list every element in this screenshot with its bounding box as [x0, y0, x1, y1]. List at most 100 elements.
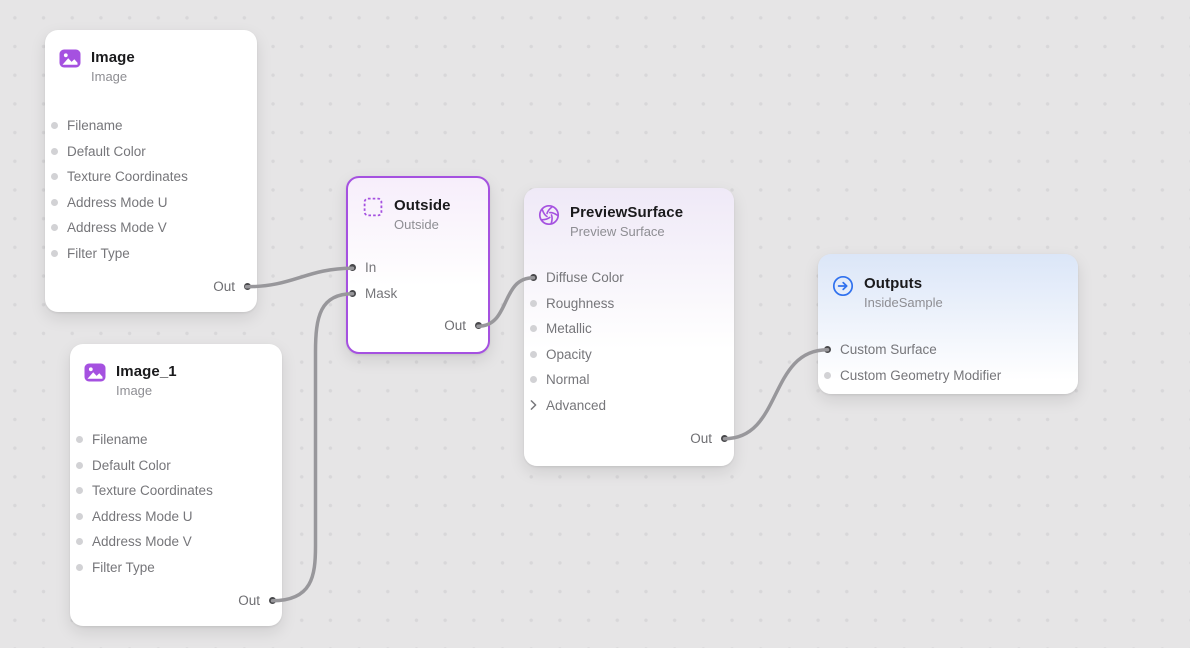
- port-label: Normal: [546, 372, 590, 388]
- port-out[interactable]: Out: [524, 426, 734, 452]
- node-title: Image: [91, 49, 135, 66]
- port-dot[interactable]: [76, 538, 83, 546]
- node-header: Image_1 Image: [70, 344, 282, 402]
- port-out[interactable]: Out: [45, 274, 257, 300]
- node-title: Image_1: [116, 363, 177, 380]
- port-label: Filename: [92, 432, 148, 448]
- preview-surface-icon: [537, 204, 561, 226]
- port-label: Opacity: [546, 346, 592, 362]
- port-dot[interactable]: [76, 563, 83, 571]
- port-label: Custom Surface: [840, 342, 937, 358]
- port-dot[interactable]: [244, 283, 251, 291]
- port-opacity[interactable]: Opacity: [524, 342, 734, 368]
- node-header: Outside Outside: [348, 178, 488, 236]
- port-metallic[interactable]: Metallic: [524, 316, 734, 342]
- port-dot[interactable]: [824, 346, 831, 354]
- node-header: Image Image: [45, 30, 257, 88]
- node-title: PreviewSurface: [570, 204, 684, 221]
- port-dot[interactable]: [51, 224, 58, 232]
- wire-image1-out-to-outside-mask[interactable]: [270, 292, 355, 603]
- port-label: In: [365, 260, 377, 276]
- port-filename[interactable]: Filename: [70, 427, 282, 453]
- port-label: Roughness: [546, 295, 615, 311]
- node-title: Outside: [394, 197, 451, 214]
- port-normal[interactable]: Normal: [524, 367, 734, 393]
- port-dot[interactable]: [51, 249, 58, 257]
- node-header: PreviewSurface Preview Surface: [524, 188, 734, 243]
- port-dot[interactable]: [349, 264, 356, 272]
- port-out[interactable]: Out: [348, 313, 488, 339]
- port-dot[interactable]: [721, 435, 728, 443]
- advanced-group-toggle[interactable]: Advanced: [524, 393, 734, 419]
- wire-previewsurface-out-to-outputs-customsurface[interactable]: [722, 348, 830, 441]
- port-filename[interactable]: Filename: [45, 113, 257, 139]
- port-custom-geometry-modifier[interactable]: Custom Geometry Modifier: [818, 363, 1078, 389]
- port-label: Advanced: [546, 397, 607, 413]
- port-dot[interactable]: [51, 198, 58, 206]
- port-label: Default Color: [92, 457, 171, 473]
- node-image-1[interactable]: Image_1 Image Filename Default Color Tex…: [70, 344, 282, 626]
- node-header: Outputs InsideSample: [818, 254, 1078, 314]
- port-label: Filter Type: [67, 245, 130, 261]
- port-roughness[interactable]: Roughness: [524, 291, 734, 317]
- node-subtitle: Outside: [394, 217, 439, 232]
- port-label: Texture Coordinates: [67, 169, 188, 185]
- port-label: Mask: [365, 285, 398, 301]
- port-dot[interactable]: [51, 147, 58, 155]
- port-texture-coordinates[interactable]: Texture Coordinates: [45, 164, 257, 190]
- port-dot[interactable]: [76, 461, 83, 469]
- port-address-mode-u[interactable]: Address Mode U: [45, 190, 257, 216]
- node-subtitle: InsideSample: [864, 295, 943, 310]
- port-default-color[interactable]: Default Color: [70, 453, 282, 479]
- wire-image-out-to-outside-in[interactable]: [244, 266, 355, 289]
- port-dot[interactable]: [349, 289, 356, 297]
- port-dot[interactable]: [51, 122, 58, 130]
- port-address-mode-v[interactable]: Address Mode V: [70, 529, 282, 555]
- node-outputs[interactable]: Outputs InsideSample Custom Surface Cust…: [818, 254, 1078, 394]
- port-dot[interactable]: [530, 376, 537, 384]
- port-dot[interactable]: [530, 325, 537, 333]
- port-dot[interactable]: [76, 487, 83, 495]
- port-label: Address Mode V: [92, 534, 192, 550]
- port-texture-coordinates[interactable]: Texture Coordinates: [70, 478, 282, 504]
- port-dot[interactable]: [76, 512, 83, 520]
- port-dot[interactable]: [530, 350, 537, 358]
- node-outside[interactable]: Outside Outside In Mask Out: [346, 176, 490, 354]
- port-label: Address Mode V: [67, 220, 167, 236]
- port-default-color[interactable]: Default Color: [45, 139, 257, 165]
- port-label: Metallic: [546, 321, 592, 337]
- port-filter-type[interactable]: Filter Type: [70, 555, 282, 581]
- port-mask[interactable]: Mask: [348, 281, 488, 307]
- outside-icon: [361, 197, 385, 217]
- port-dot[interactable]: [475, 322, 482, 330]
- port-dot[interactable]: [824, 371, 831, 379]
- port-label: Texture Coordinates: [92, 483, 213, 499]
- port-dot[interactable]: [51, 173, 58, 181]
- image-icon: [83, 363, 107, 382]
- node-previewsurface[interactable]: PreviewSurface Preview Surface Diffuse C…: [524, 188, 734, 466]
- port-dot[interactable]: [530, 299, 537, 307]
- port-label: Out: [238, 593, 260, 609]
- port-address-mode-v[interactable]: Address Mode V: [45, 215, 257, 241]
- outputs-icon: [831, 275, 855, 297]
- port-address-mode-u[interactable]: Address Mode U: [70, 504, 282, 530]
- port-label: Address Mode U: [67, 194, 168, 210]
- image-icon: [58, 49, 82, 68]
- node-subtitle: Preview Surface: [570, 224, 665, 239]
- chevron-right-icon: [530, 400, 537, 411]
- port-diffuse-color[interactable]: Diffuse Color: [524, 265, 734, 291]
- port-label: Out: [690, 431, 712, 447]
- port-label: Address Mode U: [92, 508, 193, 524]
- port-dot[interactable]: [530, 274, 537, 282]
- port-filter-type[interactable]: Filter Type: [45, 241, 257, 267]
- port-out[interactable]: Out: [70, 588, 282, 614]
- node-image[interactable]: Image Image Filename Default Color Textu…: [45, 30, 257, 312]
- port-custom-surface[interactable]: Custom Surface: [818, 337, 1078, 363]
- port-label: Filename: [67, 118, 123, 134]
- node-subtitle: Image: [91, 69, 128, 84]
- port-dot[interactable]: [76, 436, 83, 444]
- port-in[interactable]: In: [348, 255, 488, 281]
- node-subtitle: Image: [116, 383, 153, 398]
- port-dot[interactable]: [269, 597, 276, 605]
